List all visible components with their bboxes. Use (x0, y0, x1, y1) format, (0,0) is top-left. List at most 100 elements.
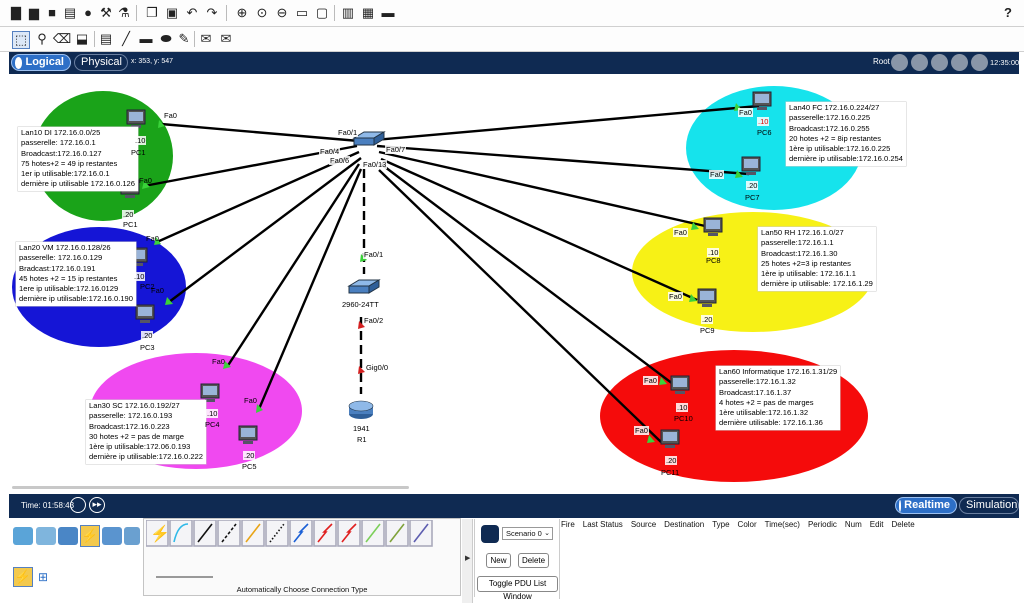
resize-icon[interactable]: ⬓ (75, 31, 89, 46)
pc2-name: PC2 (140, 282, 155, 291)
draw-line-icon[interactable]: ╱ (122, 31, 130, 46)
link-marker (659, 377, 667, 385)
pc8-port: Fa0 (673, 228, 688, 237)
pc1-port: Fa0 (164, 111, 177, 120)
toggle-pdu-list-button[interactable]: Toggle PDU List Window (477, 576, 558, 601)
pc10-port: Fa0 (643, 376, 658, 385)
link-pc3 (168, 157, 362, 303)
logical-tab[interactable]: Logical (11, 54, 71, 71)
print-icon[interactable]: ▤ (63, 5, 77, 20)
palette-icon[interactable]: ▭ (295, 5, 309, 20)
svg-text:⚡: ⚡ (150, 524, 170, 543)
realtime-icon (899, 499, 902, 512)
cable-types: ⚡ (146, 520, 433, 547)
panel-splitter[interactable] (462, 519, 473, 603)
workspace-topbar: Logical Physical x: 353, y: 547 Root 12:… (9, 52, 1019, 74)
col-fire: Fire (561, 520, 575, 529)
network-info-icon[interactable]: ▦ (361, 5, 375, 20)
zoom-reset-icon[interactable]: ⊙ (256, 5, 268, 20)
delete-icon[interactable]: ⌫ (52, 31, 72, 46)
delete-scenario-button[interactable]: Delete (518, 553, 549, 568)
switch-port-fa0-7: Fa0/7 (385, 145, 407, 154)
new-file-icon[interactable]: ▇ (11, 5, 21, 20)
link-pc10 (380, 163, 674, 385)
canvas-scrollbar[interactable] (12, 486, 409, 489)
link-marker-red (358, 321, 365, 329)
network-devices-icon[interactable] (13, 527, 33, 545)
switch-port-fa0-6: Fa0/6 (329, 156, 351, 165)
link-marker (142, 181, 150, 189)
power-cycle-icon[interactable] (70, 497, 86, 513)
pdu-table-header: Fire Last Status Source Destination Type… (561, 520, 923, 529)
components-icon[interactable] (58, 527, 78, 545)
draw-rectangle-icon[interactable]: ▬ (139, 31, 153, 46)
lan10-info: Lan10 DI 172.16.0.0/25 passerelle: 172.1… (18, 127, 138, 191)
pc7-port: Fa0 (709, 170, 724, 179)
custom-device-icon[interactable]: ⚗ (118, 5, 130, 20)
clock-icon[interactable] (971, 54, 988, 71)
open-folder-icon[interactable]: ▆ (29, 5, 39, 20)
redo-icon[interactable]: ↷ (206, 5, 218, 20)
paste-icon[interactable]: ▣ (165, 5, 179, 20)
expand-arrow-icon[interactable]: ▶ (465, 555, 471, 562)
router-icon (348, 400, 374, 419)
cable-scroll[interactable] (156, 576, 213, 578)
notes-icon[interactable]: ▥ (341, 5, 355, 20)
zoom-out-icon[interactable]: ⊖ (276, 5, 288, 20)
topology-canvas[interactable]: Lan10 DI 172.16.0.0/25 passerelle: 172.1… (9, 74, 1019, 494)
add-complex-pdu-icon[interactable]: ✉ (220, 31, 232, 46)
new-scenario-button[interactable]: New (486, 553, 511, 568)
scenario-icon (481, 525, 499, 543)
screenshot-icon[interactable]: ▬ (381, 5, 395, 20)
pc9-icon (697, 288, 717, 307)
activity-wizard-icon[interactable]: ⚒ (100, 5, 112, 20)
pc1b-ip: .20 (122, 210, 135, 219)
scenario-select[interactable]: Scenario 0 ⌄ (502, 527, 553, 540)
freeform-icon[interactable]: ✎ (178, 31, 190, 46)
connections-sub-icon[interactable]: ⚡ (13, 567, 33, 587)
col-num: Num (844, 520, 862, 529)
pc5-port: Fa0 (244, 396, 257, 405)
lan30-info: Lan30 SC 172.16.0.192/27 passerelle: 172… (86, 400, 206, 464)
link-pc8 (378, 150, 706, 228)
background-icon[interactable] (951, 54, 968, 71)
col-edit: Edit (869, 520, 884, 529)
connections-icon[interactable]: ⚡ (80, 525, 100, 547)
add-simple-pdu-icon[interactable]: ✉ (200, 31, 212, 46)
grid-icon[interactable]: ⊞ (38, 570, 49, 584)
undo-icon[interactable]: ↶ (186, 5, 198, 20)
link-marker-red (358, 366, 365, 374)
place-note-icon[interactable]: ▤ (99, 31, 113, 46)
drawing-toolbar: ⬚ ⚲ ⌫ ⬓ ▤ ╱ ▬ ⬬ ✎ ✉ ✉ (0, 27, 1024, 52)
cloud-icon[interactable] (911, 54, 928, 71)
info-icon[interactable]: ● (84, 5, 92, 20)
end-devices-icon[interactable] (36, 527, 56, 545)
multiuser-icon[interactable] (124, 527, 140, 545)
switch-port-fa0-1: Fa0/1 (337, 128, 359, 137)
pc11-icon (660, 429, 680, 448)
pc6-ip: .10 (757, 117, 770, 126)
realtime-tab[interactable]: Realtime (895, 497, 957, 514)
pc8-icon (703, 217, 723, 236)
cable-auto-icon (146, 520, 169, 547)
back-icon[interactable] (891, 54, 908, 71)
pc1-name: PC1 (131, 148, 146, 157)
fast-forward-icon[interactable]: ▸▸ (89, 497, 105, 513)
link-marker (691, 222, 699, 230)
select-icon[interactable]: ⬚ (12, 31, 30, 49)
device-template-icon[interactable]: ▢ (315, 5, 329, 20)
inspect-icon[interactable]: ⚲ (37, 31, 47, 46)
simulation-tab[interactable]: Simulation (959, 497, 1019, 514)
physical-tab[interactable]: Physical (74, 54, 128, 71)
router-model: 1941 (353, 424, 370, 433)
switch2-port-fa0-2: Fa0/2 (363, 316, 385, 325)
save-icon[interactable]: ■ (48, 5, 56, 20)
misc-icon[interactable] (102, 527, 122, 545)
copy-icon[interactable]: ❐ (146, 5, 158, 20)
link-pc5 (257, 168, 363, 410)
zoom-in-icon[interactable]: ⊕ (236, 5, 248, 20)
move-icon[interactable] (931, 54, 948, 71)
help-icon[interactable]: ? (1004, 5, 1012, 20)
pc10-icon (670, 375, 690, 394)
draw-ellipse-icon[interactable]: ⬬ (160, 31, 172, 46)
